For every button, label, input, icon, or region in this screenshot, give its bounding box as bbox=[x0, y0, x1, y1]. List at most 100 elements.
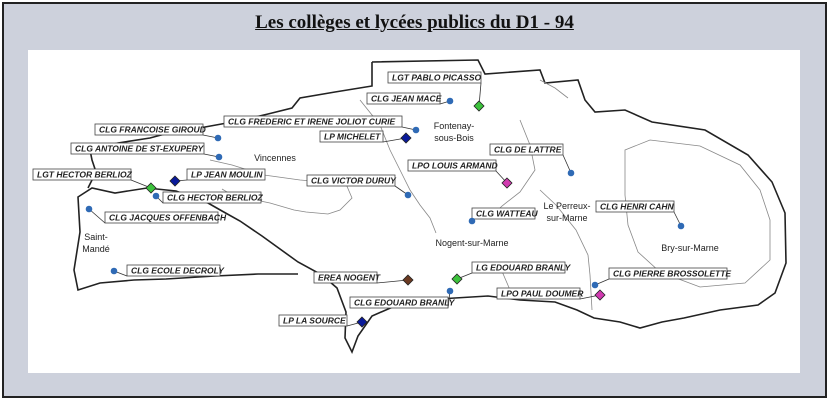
school-label: LG EDOUARD BRANLY bbox=[476, 263, 572, 273]
school-label: CLG FREDERIC ET IRENE JOLIOT CURIE bbox=[228, 117, 396, 127]
lpo-marker-icon bbox=[501, 177, 513, 189]
erea-marker-icon bbox=[402, 274, 414, 286]
school-label: LPO LOUIS ARMAND bbox=[412, 161, 498, 171]
school-clg-francoise-giroud[interactable]: CLG FRANCOISE GIROUD bbox=[94, 123, 222, 142]
city-label: Bry-sur-Marne bbox=[661, 243, 719, 253]
school-clg-jean-mace[interactable]: CLG JEAN MACE bbox=[366, 92, 454, 105]
label-box bbox=[387, 71, 482, 84]
school-erea-nogent[interactable]: EREA NOGENT bbox=[313, 271, 414, 286]
lycee_gt-marker-icon bbox=[145, 182, 157, 194]
college-marker-icon bbox=[85, 205, 93, 213]
school-label: LGT HECTOR BERLIOZ bbox=[37, 170, 133, 180]
label-box bbox=[32, 168, 132, 181]
school-clg-de-lattre[interactable]: CLG DE LATTRE bbox=[489, 143, 575, 177]
label-box bbox=[104, 211, 219, 224]
college-marker-icon bbox=[110, 267, 118, 275]
school-lgt-hector-berlioz[interactable]: LGT HECTOR BERLIOZ bbox=[32, 168, 157, 194]
school-label: CLG VICTOR DURUY bbox=[311, 176, 397, 186]
school-label: CLG EDOUARD BRANLY bbox=[354, 298, 456, 308]
school-label: CLG ANTOINE DE ST-EXUPERY bbox=[75, 144, 205, 154]
page-title: Les collèges et lycées publics du D1 - 9… bbox=[255, 12, 574, 33]
city-label: sur-Marne bbox=[546, 213, 587, 223]
school-label: LGT PABLO PICASSO bbox=[392, 73, 481, 83]
school-clg-jacques-offenbach[interactable]: CLG JACQUES OFFENBACH bbox=[85, 205, 227, 224]
school-label: CLG PIERRE BROSSOLETTE bbox=[613, 269, 731, 279]
label-box bbox=[126, 264, 221, 277]
college-marker-icon bbox=[591, 281, 599, 289]
college-marker-icon bbox=[677, 222, 685, 230]
college-marker-icon bbox=[412, 126, 420, 134]
school-clg-frederic-et-irene-joliot-curie[interactable]: CLG FREDERIC ET IRENE JOLIOT CURIE bbox=[223, 115, 420, 134]
school-label: CLG FRANCOISE GIROUD bbox=[99, 125, 206, 135]
label-box bbox=[349, 296, 449, 309]
label-box bbox=[595, 200, 675, 213]
lpo-marker-icon bbox=[594, 289, 606, 301]
city-label: Mandé bbox=[82, 244, 110, 254]
college-marker-icon bbox=[152, 192, 160, 200]
label-box bbox=[313, 271, 378, 284]
city-label: Le Perreux- bbox=[543, 201, 590, 211]
school-label: CLG DE LATTRE bbox=[494, 145, 562, 155]
leader-line bbox=[376, 279, 409, 284]
school-lpo-paul-doumer[interactable]: LPO PAUL DOUMER bbox=[496, 287, 606, 301]
label-box bbox=[162, 191, 262, 204]
school-label: EREA NOGENT bbox=[318, 273, 381, 283]
school-clg-edouard-branly[interactable]: CLG EDOUARD BRANLY bbox=[349, 287, 456, 309]
label-box bbox=[407, 159, 497, 172]
school-label: CLG ECOLE DECROLY bbox=[131, 266, 225, 276]
school-clg-pierre-brossolette[interactable]: CLG PIERRE BROSSOLETTE bbox=[591, 267, 732, 289]
college-marker-icon bbox=[446, 97, 454, 105]
city-label: Nogent-sur-Marne bbox=[435, 238, 508, 248]
leader-line bbox=[88, 208, 106, 224]
label-box bbox=[496, 287, 581, 300]
label-box bbox=[306, 174, 396, 187]
label-box bbox=[471, 207, 536, 220]
label-box bbox=[70, 142, 205, 155]
label-box bbox=[489, 143, 564, 156]
city-label: Fontenay- bbox=[434, 121, 475, 131]
school-clg-henri-cahn[interactable]: CLG HENRI CAHN bbox=[595, 200, 685, 230]
college-marker-icon bbox=[214, 134, 222, 142]
lp-marker-icon bbox=[356, 316, 368, 328]
school-label: LP JEAN MOULIN bbox=[191, 170, 263, 180]
school-label: CLG HECTOR BERLIOZ bbox=[167, 193, 264, 203]
label-box bbox=[223, 115, 403, 128]
school-clg-ecole-decroly[interactable]: CLG ECOLE DECROLY bbox=[110, 264, 226, 277]
label-box bbox=[94, 123, 204, 136]
school-lp-la-source[interactable]: LP LA SOURCE bbox=[278, 314, 368, 328]
label-box bbox=[471, 261, 566, 274]
school-lgt-pablo-picasso[interactable]: LGT PABLO PICASSO bbox=[387, 71, 485, 112]
city-label: Vincennes bbox=[254, 153, 296, 163]
school-lpo-louis-armand[interactable]: LPO LOUIS ARMAND bbox=[407, 159, 513, 189]
school-markers: LGT PABLO PICASSO CLG JEAN MACE CLG FREDER… bbox=[32, 71, 732, 328]
school-label: CLG HENRI CAHN bbox=[600, 202, 675, 212]
school-label: LP LA SOURCE bbox=[283, 316, 346, 326]
school-clg-victor-duruy[interactable]: CLG VICTOR DURUY bbox=[306, 174, 412, 199]
label-box bbox=[278, 314, 348, 327]
label-box bbox=[319, 130, 384, 143]
city-label: sous-Bois bbox=[434, 133, 474, 143]
college-marker-icon bbox=[215, 153, 223, 161]
school-label: LP MICHELET bbox=[324, 132, 381, 142]
school-clg-watteau[interactable]: CLG WATTEAU bbox=[468, 207, 539, 225]
school-lp-jean-moulin[interactable]: LP JEAN MOULIN bbox=[169, 168, 266, 187]
college-marker-icon bbox=[468, 217, 476, 225]
lp-marker-icon bbox=[400, 132, 412, 144]
school-clg-antoine-de-st-exupery[interactable]: CLG ANTOINE DE ST-EXUPERY bbox=[70, 142, 223, 161]
school-lg-edouard-branly[interactable]: LG EDOUARD BRANLY bbox=[451, 261, 572, 285]
college-marker-icon bbox=[446, 287, 454, 295]
school-label: CLG WATTEAU bbox=[476, 209, 539, 219]
school-clg-hector-berlioz[interactable]: CLG HECTOR BERLIOZ bbox=[152, 191, 264, 204]
school-label: CLG JACQUES OFFENBACH bbox=[109, 213, 227, 223]
label-box bbox=[366, 92, 441, 105]
label-box bbox=[186, 168, 266, 181]
city-label: Saint- bbox=[84, 232, 108, 242]
school-lp-michelet[interactable]: LP MICHELET bbox=[319, 130, 412, 144]
label-box bbox=[608, 267, 728, 280]
lycee_gt-marker-icon bbox=[473, 100, 485, 112]
lycee_gt-marker-icon bbox=[451, 273, 463, 285]
lp-marker-icon bbox=[169, 175, 181, 187]
college-marker-icon bbox=[404, 191, 412, 199]
